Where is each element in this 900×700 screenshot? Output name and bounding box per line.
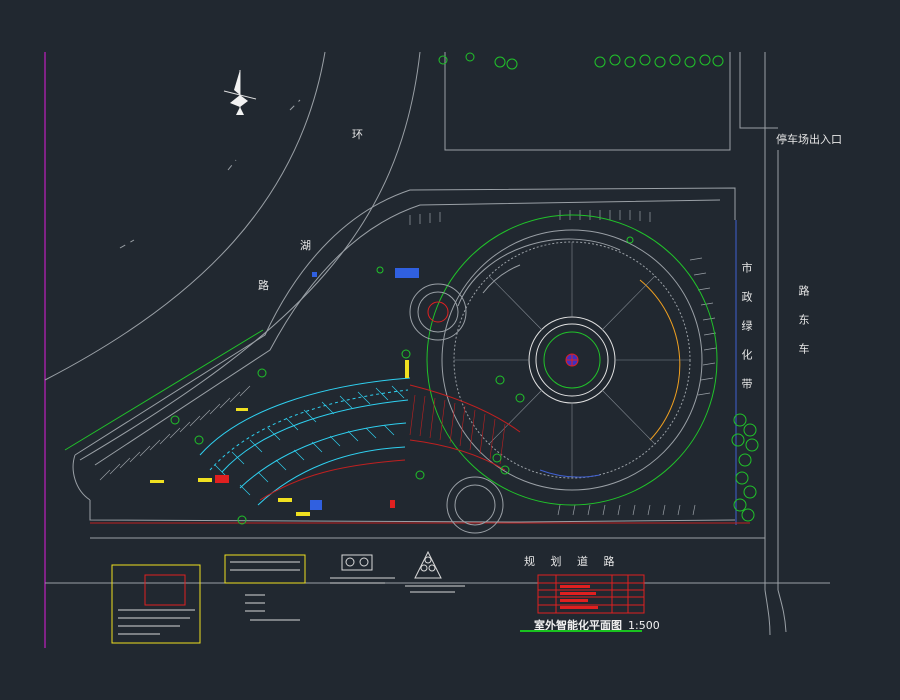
parking-exit-label: 停车场出入口 [776, 133, 842, 146]
site-boundary [64, 187, 736, 523]
ring-lake-road [44, 51, 421, 461]
drawing-scale: 1:500 [628, 619, 660, 632]
north-arrow-icon [223, 70, 257, 115]
curved-building-fill [214, 385, 405, 496]
building-radial-lines [454, 242, 690, 478]
drawing-title-text: 室外智能化平面图 [534, 619, 622, 632]
detail-drawing-3 [330, 554, 395, 584]
road-label-huan: 环 [352, 128, 363, 141]
green-symbols [170, 236, 634, 525]
red-marks [215, 475, 395, 508]
right-road [735, 52, 787, 636]
blue-marks [310, 268, 419, 510]
curved-building [199, 377, 521, 506]
trees-top [438, 52, 724, 70]
detail-drawing-4 [405, 550, 465, 593]
road-label-lu: 路 [258, 279, 269, 292]
legend-table [537, 574, 645, 614]
drawing-title: 室外智能化平面图 1:500 [534, 617, 660, 633]
east-road-label: 路东车 [797, 285, 810, 372]
trees-right [731, 413, 759, 522]
top-block [444, 52, 778, 151]
curved-building-hatch [409, 394, 506, 465]
road-label-hu: 湖 [300, 239, 311, 252]
title-underline [520, 630, 642, 632]
detail-box-1 [111, 564, 201, 644]
yellow-accents [150, 360, 409, 516]
detail-box-2 [224, 554, 306, 621]
parking-stalls [99, 210, 717, 516]
roundabout-bottom [446, 476, 504, 534]
planned-road-label: 规 划 道 路 [524, 555, 621, 568]
municipal-green-label: 市政绿化带 [740, 262, 753, 407]
bottom-road [45, 522, 830, 584]
roundabout-top [409, 283, 467, 341]
